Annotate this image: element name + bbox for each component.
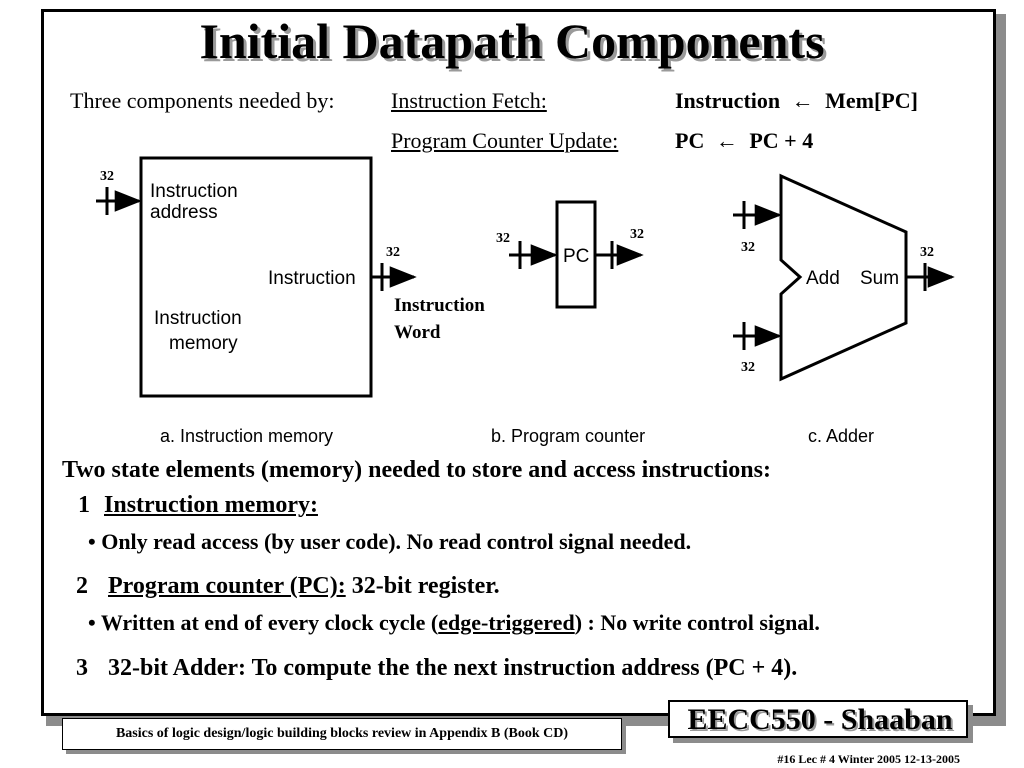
bullet-icon: •: [88, 529, 96, 554]
sum-label: Sum: [860, 268, 899, 289]
caption-instruction-memory: a. Instruction memory: [160, 426, 333, 446]
slide-meta: #16 Lec # 4 Winter 2005 12-13-2005: [777, 752, 960, 766]
intro-text: Three components needed by:: [70, 88, 335, 113]
datapath-diagram: 32 Instruction address Instruction Instr…: [96, 156, 955, 446]
fetch-rhs: Mem[PC]: [825, 88, 918, 113]
item2-bullet-post: ) : No write control signal.: [574, 610, 820, 635]
fetch-lhs: Instruction: [675, 88, 781, 113]
fetch-label: Instruction Fetch:: [391, 88, 547, 113]
slide-title: Initial Datapath Components: [199, 13, 825, 69]
pc-out-width: 32: [630, 227, 644, 242]
item3-text: 32-bit Adder: To compute the the next in…: [108, 655, 798, 681]
update-lhs: PC: [675, 128, 705, 153]
item1-title: Instruction memory:: [104, 492, 318, 518]
imem-in-width: 32: [100, 169, 114, 184]
item1-bullet: • Only read access (by user code). No re…: [88, 529, 691, 555]
instruction-memory-label-1: Instruction: [154, 308, 242, 329]
bullet-icon: •: [88, 610, 96, 635]
update-formula: PC ← PC + 4: [675, 128, 813, 154]
state-elements-heading: Two state elements (memory) needed to st…: [62, 457, 771, 483]
caption-program-counter: b. Program counter: [491, 426, 645, 446]
item1-line: 1 Instruction memory:: [78, 492, 318, 519]
add-label: Add: [806, 268, 840, 289]
update-label: Program Counter Update:: [391, 128, 619, 153]
adder-in2-width: 32: [741, 360, 755, 375]
instruction-address-label-1: Instruction: [150, 181, 238, 202]
fetch-formula: Instruction ← Mem[PC]: [675, 88, 918, 114]
pc-in-width: 32: [496, 231, 510, 246]
left-arrow-icon: ←: [715, 128, 738, 153]
instruction-memory-box: [139, 156, 373, 398]
item2-title: Program counter (PC):: [108, 573, 346, 599]
imem-out-width: 32: [386, 245, 400, 260]
left-arrow-icon: ←: [791, 88, 814, 113]
pc-label: PC: [563, 246, 589, 267]
item1-number: 1: [78, 492, 90, 518]
course-brand-box: EECC550 - Shaaban: [668, 700, 968, 738]
appendix-note: Basics of logic design/logic building bl…: [62, 718, 622, 750]
program-counter-block: PC 32 32 b. Program counter: [491, 200, 645, 446]
instruction-memory-block: 32 Instruction address Instruction Instr…: [96, 156, 485, 446]
instruction-out-label: Instruction: [268, 268, 356, 289]
item2-rest: 32-bit register.: [345, 573, 500, 599]
adder-in1-width: 32: [741, 240, 755, 255]
instruction-memory-label-2: memory: [169, 333, 238, 354]
item2-number: 2: [76, 573, 88, 599]
pc-register-box: [555, 200, 597, 309]
instruction-word-label-2: Word: [394, 322, 441, 343]
edge-triggered-term: edge-triggered: [438, 610, 575, 635]
item3-number: 3: [76, 655, 88, 681]
item2-bullet-pre: Written at end of every clock cycle (: [100, 610, 439, 635]
update-rhs: PC + 4: [749, 128, 814, 153]
adder-block: Add Sum 32 32 32 c. Adder: [733, 173, 955, 446]
item3-line: 3 32-bit Adder: To compute the the next …: [76, 655, 797, 682]
instruction-address-label-2: address: [150, 202, 218, 223]
item2-bullet: • Written at end of every clock cycle (e…: [88, 610, 820, 636]
instruction-word-label-1: Instruction: [394, 295, 485, 316]
course-brand: EECC550 - Shaaban: [687, 703, 953, 736]
item2-line: 2 Program counter (PC): 32-bit register.: [76, 573, 500, 600]
item1-bullet-text: Only read access (by user code). No read…: [101, 529, 692, 554]
adder-out-width: 32: [920, 245, 934, 260]
caption-adder: c. Adder: [808, 426, 874, 446]
